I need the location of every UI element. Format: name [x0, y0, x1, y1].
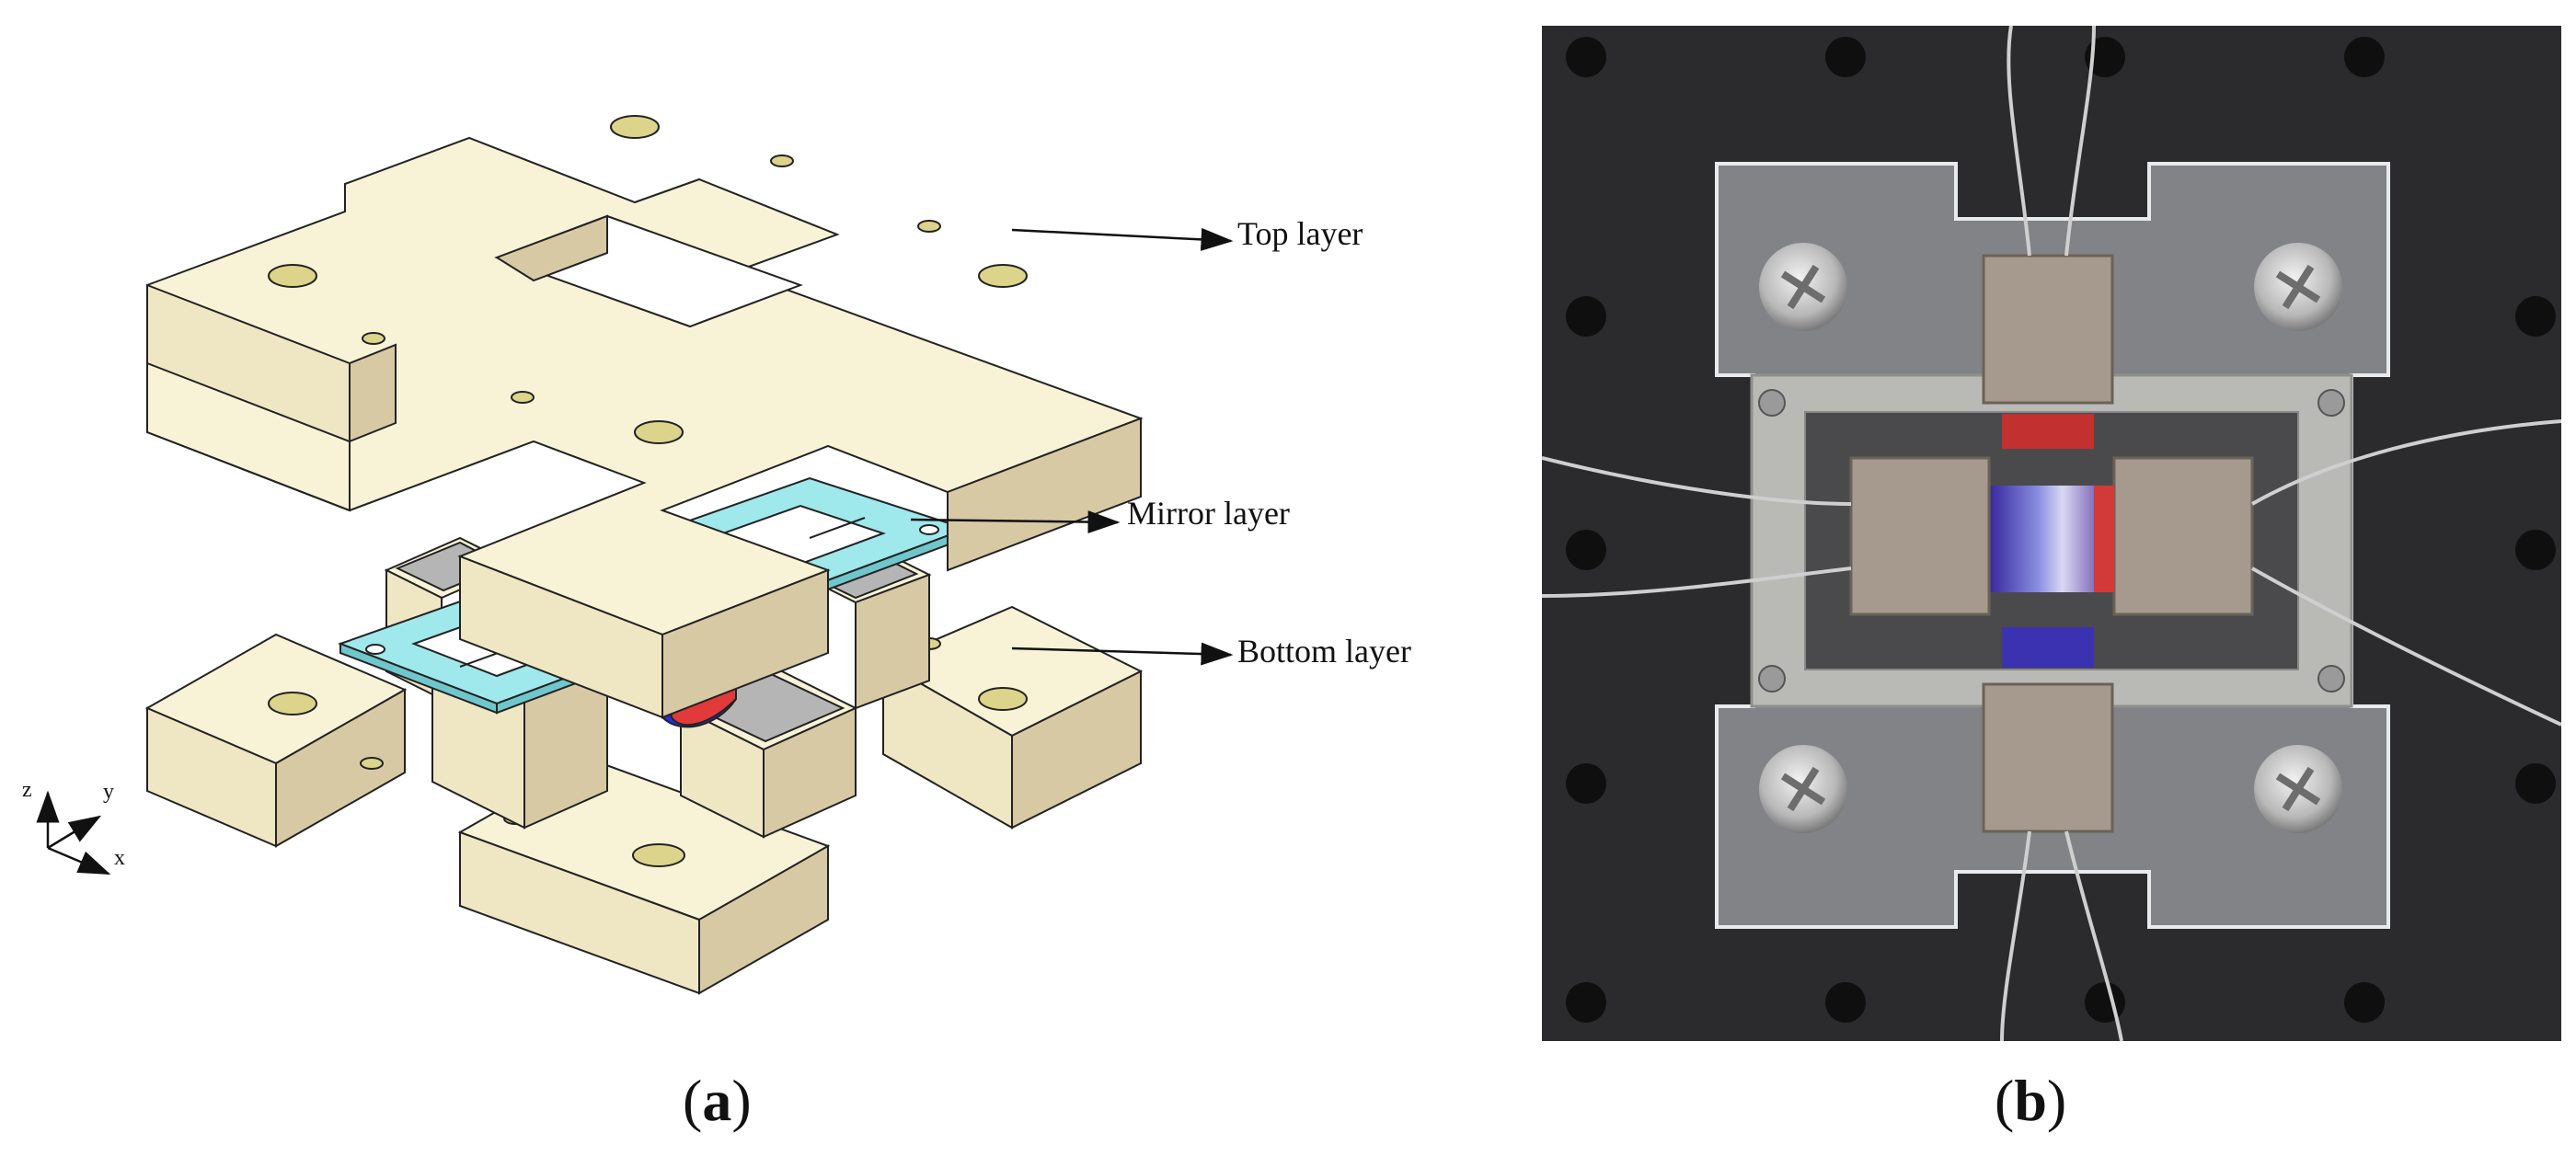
- top-layer-leader: [1011, 227, 1234, 251]
- coordinate-axes: z y x: [22, 778, 125, 876]
- z-axis-label: z: [22, 778, 32, 802]
- x-axis-label: x: [114, 846, 125, 870]
- panel-a-caption: (a): [683, 1068, 752, 1133]
- y-axis-label: y: [103, 780, 114, 804]
- magnet-bottom: [2002, 627, 2094, 668]
- piezo-right: [2112, 456, 2254, 616]
- bottom-layer-leader: [1011, 642, 1234, 666]
- piezo-bottom: [1982, 682, 2114, 833]
- magnet-top: [2002, 414, 2094, 449]
- screws: [1759, 243, 2342, 833]
- mirror-layer-leader: [910, 510, 1121, 534]
- bottom-layer-label: Bottom layer: [1237, 633, 1411, 670]
- mirror-surface: [1991, 486, 2110, 592]
- prototype-photo: [1542, 26, 2561, 1041]
- frame-screws: [1758, 389, 2345, 692]
- exploded-view-drawing: Top layer Mirror layer Bottom layer z y …: [22, 115, 1411, 995]
- magnet-right-strip: [2094, 486, 2114, 592]
- top-layer-label: Top layer: [1237, 215, 1363, 252]
- piezo-top: [1982, 254, 2114, 405]
- mirror-layer-label: Mirror layer: [1127, 495, 1290, 532]
- panel-b-caption: (b): [1995, 1068, 2067, 1133]
- piezo-left: [1849, 456, 1991, 616]
- lead-wires: [1542, 26, 2561, 1041]
- bottom-layer-plate: [144, 536, 1144, 995]
- top-layer-plate: [146, 115, 1144, 719]
